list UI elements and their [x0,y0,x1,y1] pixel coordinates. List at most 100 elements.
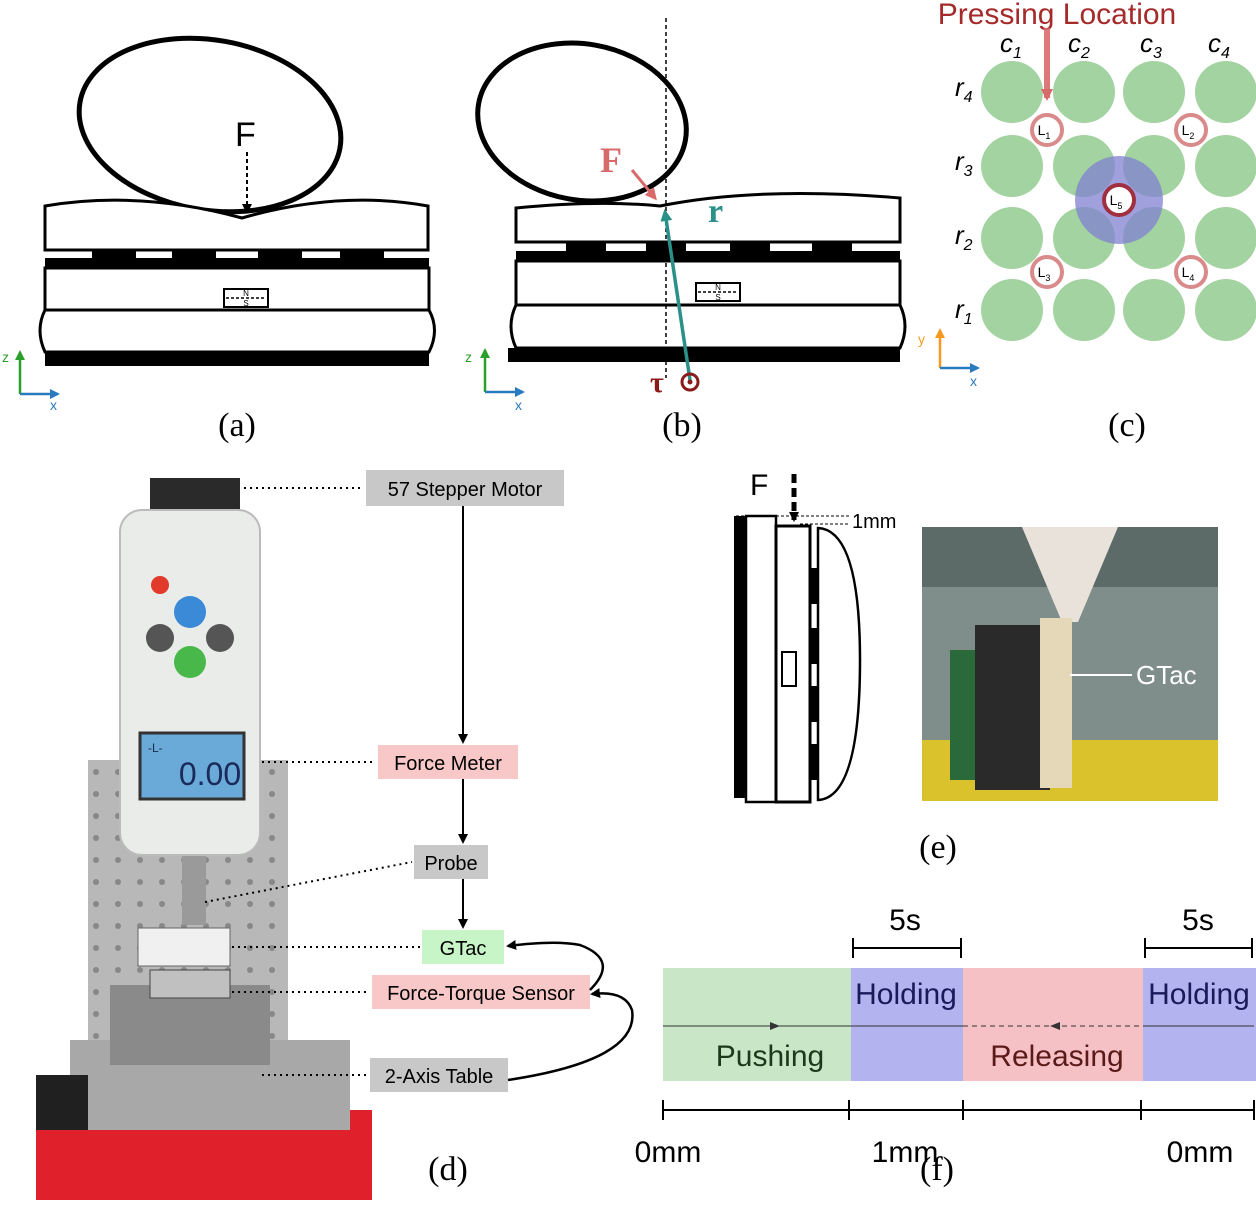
pegboard-hole [93,1011,99,1017]
meter-screen [138,731,246,801]
duration-bracket-1 [852,938,962,958]
base-layer [38,308,436,354]
pegboard-hole [137,901,143,907]
axis-z-label: z [2,349,9,365]
pegboard-hole [269,813,275,819]
pegboard-hole [115,901,121,907]
pegboard-hole [269,1011,275,1017]
force-meter-box [378,745,518,779]
pegboard-hole [247,923,253,929]
pegboard-hole [269,901,275,907]
ft-sensor-label: Force-Torque Sensor [387,983,575,1005]
taxel-pad-r2-c4 [1195,207,1256,269]
power-button [151,576,169,594]
pegboard-hole [115,923,121,929]
axis-z-label: z [465,349,472,365]
duration-bracket-2 [1144,938,1253,958]
axis-x-label: x [970,373,977,389]
probe-box [414,845,488,879]
taxel-pad-r2-c1 [981,207,1043,269]
probe-label: Probe [424,853,477,875]
pegboard-hole [137,967,143,973]
axis-y-label: y [918,331,925,347]
phase-label-holding-1: Holding [855,978,957,1011]
duration-label-2: 5s [1182,904,1214,937]
pegboard-hole [115,879,121,885]
row-label-4: r [955,72,965,102]
feedback-arrow-table-sensor [507,988,634,1082]
side-plate [734,516,746,798]
gtac-label: GTac [440,938,487,960]
right-button [206,624,234,652]
svg-text:r2: r2 [955,220,973,254]
force-label: F [750,469,768,502]
skin-bumps [92,250,384,258]
row-label-1: r [955,294,965,324]
col-label-2: c [1068,28,1081,58]
magnet-n-label: N [243,289,249,298]
pegboard-hole [115,945,121,951]
pegboard-hole [269,791,275,797]
phase-releasing [963,968,1143,1081]
pegboard-hole [93,879,99,885]
r-vector [660,209,692,381]
phase-holding-1 [851,968,963,1081]
skin-bumps [566,242,852,251]
taxel-pad-r3-c4 [1195,135,1256,197]
svg-text:c4: c4 [1208,28,1230,62]
side-skin [816,526,862,802]
taxel-pad-r1-c4 [1195,279,1256,341]
location-ring-L2: L2 [1174,113,1208,147]
probe-body [182,845,206,925]
pegboard-hole [93,923,99,929]
pegboard-hole [269,923,275,929]
pegboard-hole [269,879,275,885]
svg-text:c2: c2 [1068,28,1090,62]
pegboard-hole [269,967,275,973]
location-ring-L3: L3 [1030,255,1064,289]
pegboard-hole [269,1033,275,1039]
ft-sensor [149,969,231,999]
feedback-arrow-sensor-gtac [506,940,605,991]
pegboard-hole [159,857,165,863]
depth-label: 1mm [852,511,896,533]
photo-gtac-skin [1040,618,1072,788]
location-ring-L5: L5 [1102,183,1136,217]
svg-text:r1: r1 [955,294,973,328]
phase-label-releasing: Releasing [990,1040,1123,1073]
location-label-L2: L2 [1182,122,1195,141]
pegboard-hole [93,813,99,819]
pegboard-hole [269,857,275,863]
location-label-L5: L5 [1110,192,1123,211]
tau-label: τ [650,366,664,399]
pegboard-hole [137,879,143,885]
magnet-s-label: S [243,299,248,308]
pegboard-hole [269,769,275,775]
photo-sensor-body [975,625,1050,790]
pegboard-hole [225,879,231,885]
pegboard-hole [159,901,165,907]
caption-f: (f) [920,1151,954,1188]
sensor-skin [43,198,430,252]
pegboard-hole [159,879,165,885]
panel-c: Pressing Location c1 c2 c3 c4 r4 r3 r2 r… [918,0,1256,444]
meter-reading: 0.00 [179,756,241,792]
left-button [146,624,174,652]
pegboard-hole [93,1033,99,1039]
caption-b: (b) [662,407,702,444]
force-arrow [630,169,657,201]
axis-indicator: z x [465,348,525,413]
magnet-s-label: S [715,293,720,302]
caption-a: (a) [218,407,256,444]
ft-sensor-box [372,975,590,1009]
svg-text:r4: r4 [955,72,973,106]
photo-probe-tip [1022,527,1118,622]
bottom-plate [508,348,900,362]
location-label-L3: L3 [1038,264,1051,283]
taxel-pad-r1-c1 [981,279,1043,341]
taxel-pad-r4-c3 [1123,61,1185,123]
pegboard-hole [247,967,253,973]
pegboard-hole [225,901,231,907]
caption-e: (e) [919,829,957,866]
photo-gtac-label: GTac [1136,660,1197,690]
